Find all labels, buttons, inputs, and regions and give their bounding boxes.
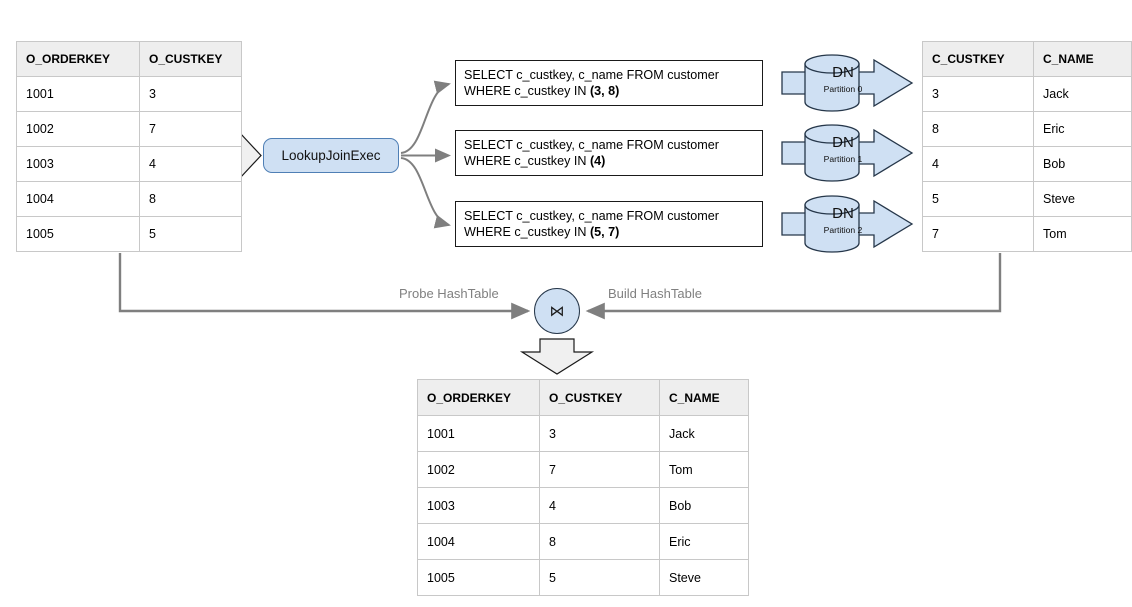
datanode-partition-label: Partition 2 <box>823 225 863 235</box>
cell-o-custkey: 4 <box>539 487 660 524</box>
datanode-partition-1: DN Partition 1 <box>781 124 913 182</box>
cell-c-name: Eric <box>659 523 749 560</box>
sql-box-partition-2: SELECT c_custkey, c_name FROM customer W… <box>455 201 763 247</box>
cell-c-custkey: 3 <box>922 76 1034 112</box>
table-header-row: C_CUSTKEY C_NAME <box>922 41 1132 77</box>
cell-o-orderkey: 1002 <box>16 111 140 147</box>
table-row: 1005 5 Steve <box>417 559 749 596</box>
cell-o-orderkey: 1004 <box>16 181 140 217</box>
table-header-row: O_ORDERKEY O_CUSTKEY C_NAME <box>417 379 749 416</box>
cell-c-custkey: 8 <box>922 111 1034 147</box>
cell-c-custkey: 4 <box>922 146 1034 182</box>
table-row: 3 Jack <box>922 76 1132 112</box>
datanode-partition-0: DN Partition 0 <box>781 54 913 112</box>
block-arrow-join-to-result <box>519 338 595 375</box>
cell-o-orderkey: 1001 <box>16 76 140 112</box>
build-hashtable-label: Build HashTable <box>608 286 702 301</box>
cell-o-orderkey: 1003 <box>417 487 540 524</box>
sql-text: SELECT c_custkey, c_name FROM customer W… <box>464 67 762 99</box>
datanode-partition-label: Partition 1 <box>823 154 863 164</box>
table-row: 1001 3 Jack <box>417 415 749 452</box>
table-row: 7 Tom <box>922 216 1132 252</box>
cell-c-name: Jack <box>1033 76 1132 112</box>
datanode-partition-label: Partition 0 <box>823 84 863 94</box>
cell-c-name: Bob <box>1033 146 1132 182</box>
table-header-row: O_ORDERKEY O_CUSTKEY <box>16 41 242 77</box>
cell-o-orderkey: 1003 <box>16 146 140 182</box>
sql-keys: (4) <box>589 154 606 168</box>
cell-c-name: Jack <box>659 415 749 452</box>
cell-c-name: Tom <box>659 451 749 488</box>
column-header-c-custkey: C_CUSTKEY <box>922 41 1034 77</box>
cell-c-custkey: 5 <box>922 181 1034 217</box>
cell-o-custkey: 7 <box>139 111 242 147</box>
datanode-label: DN <box>832 205 854 222</box>
cell-o-orderkey: 1002 <box>417 451 540 488</box>
customer-table: C_CUSTKEY C_NAME 3 Jack 8 Eric 4 Bob 5 S… <box>922 41 1132 252</box>
probe-hashtable-label: Probe HashTable <box>399 286 499 301</box>
cell-o-custkey: 3 <box>139 76 242 112</box>
table-row: 4 Bob <box>922 146 1132 182</box>
cell-c-name: Bob <box>659 487 749 524</box>
column-header-c-name: C_NAME <box>659 379 749 416</box>
cell-o-orderkey: 1004 <box>417 523 540 560</box>
lookup-join-exec-label: LookupJoinExec <box>281 148 381 163</box>
sql-prefix: SELECT c_custkey, c_name FROM customer W… <box>464 68 719 98</box>
cell-c-name: Eric <box>1033 111 1132 147</box>
column-header-c-name: C_NAME <box>1033 41 1132 77</box>
column-header-o-custkey: O_CUSTKEY <box>139 41 242 77</box>
table-row: 1003 4 Bob <box>417 487 749 524</box>
table-row: 1004 8 Eric <box>417 523 749 560</box>
table-row: 5 Steve <box>922 181 1132 217</box>
column-header-o-orderkey: O_ORDERKEY <box>16 41 140 77</box>
table-row: 1003 4 <box>16 146 242 182</box>
sql-keys: (5, 7) <box>589 225 620 239</box>
cell-o-custkey: 3 <box>539 415 660 452</box>
edge-lookup-to-sql-0 <box>400 80 451 154</box>
cell-o-custkey: 5 <box>539 559 660 596</box>
column-header-o-custkey: O_CUSTKEY <box>539 379 660 416</box>
join-symbol-icon: ⋈ <box>549 303 565 320</box>
sql-prefix: SELECT c_custkey, c_name FROM customer W… <box>464 138 719 168</box>
sql-keys: (3, 8) <box>589 84 620 98</box>
cell-c-name: Tom <box>1033 216 1132 252</box>
edge-probe-to-join <box>118 253 531 320</box>
table-row: 1001 3 <box>16 76 242 112</box>
cell-o-custkey: 8 <box>539 523 660 560</box>
sql-box-partition-0: SELECT c_custkey, c_name FROM customer W… <box>455 60 763 106</box>
datanode-label: DN <box>832 64 854 81</box>
cell-c-name: Steve <box>1033 181 1132 217</box>
sql-text: SELECT c_custkey, c_name FROM customer W… <box>464 137 762 169</box>
cell-o-orderkey: 1005 <box>16 216 140 252</box>
sql-prefix: SELECT c_custkey, c_name FROM customer W… <box>464 209 719 239</box>
sql-box-partition-1: SELECT c_custkey, c_name FROM customer W… <box>455 130 763 176</box>
edge-build-to-join <box>585 253 1002 320</box>
table-row: 1002 7 Tom <box>417 451 749 488</box>
cell-o-custkey: 8 <box>139 181 242 217</box>
table-row: 1004 8 <box>16 181 242 217</box>
hash-join-node[interactable]: ⋈ <box>534 288 580 334</box>
column-header-o-orderkey: O_ORDERKEY <box>417 379 540 416</box>
cell-o-custkey: 5 <box>139 216 242 252</box>
orders-table: O_ORDERKEY O_CUSTKEY 1001 3 1002 7 1003 … <box>16 41 242 252</box>
table-row: 1002 7 <box>16 111 242 147</box>
cell-c-custkey: 7 <box>922 216 1034 252</box>
cell-o-orderkey: 1001 <box>417 415 540 452</box>
cell-c-name: Steve <box>659 559 749 596</box>
table-row: 1005 5 <box>16 216 242 252</box>
edge-lookup-to-sql-2 <box>400 157 451 229</box>
table-row: 8 Eric <box>922 111 1132 147</box>
cell-o-custkey: 7 <box>539 451 660 488</box>
lookup-join-exec-node[interactable]: LookupJoinExec <box>263 138 399 173</box>
datanode-label: DN <box>832 134 854 151</box>
cell-o-custkey: 4 <box>139 146 242 182</box>
result-table: O_ORDERKEY O_CUSTKEY C_NAME 1001 3 Jack … <box>417 379 749 596</box>
cell-o-orderkey: 1005 <box>417 559 540 596</box>
datanode-partition-2: DN Partition 2 <box>781 195 913 253</box>
sql-text: SELECT c_custkey, c_name FROM customer W… <box>464 208 762 240</box>
